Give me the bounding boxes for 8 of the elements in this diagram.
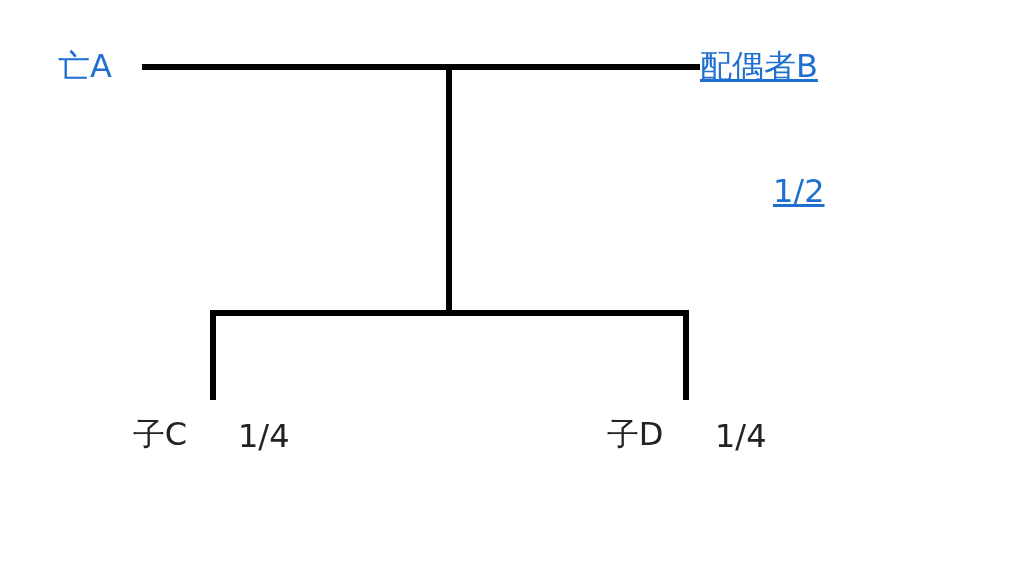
person-label: 亡A (58, 46, 112, 87)
share-label: 1/4 (238, 417, 290, 455)
person-label: 子D (606, 414, 664, 455)
person-label: 子C (132, 414, 188, 455)
connector-line (142, 64, 689, 400)
person-label: 配偶者B (700, 46, 818, 87)
share-label: 1/4 (715, 417, 767, 455)
share-label: 1/2 (773, 172, 825, 210)
